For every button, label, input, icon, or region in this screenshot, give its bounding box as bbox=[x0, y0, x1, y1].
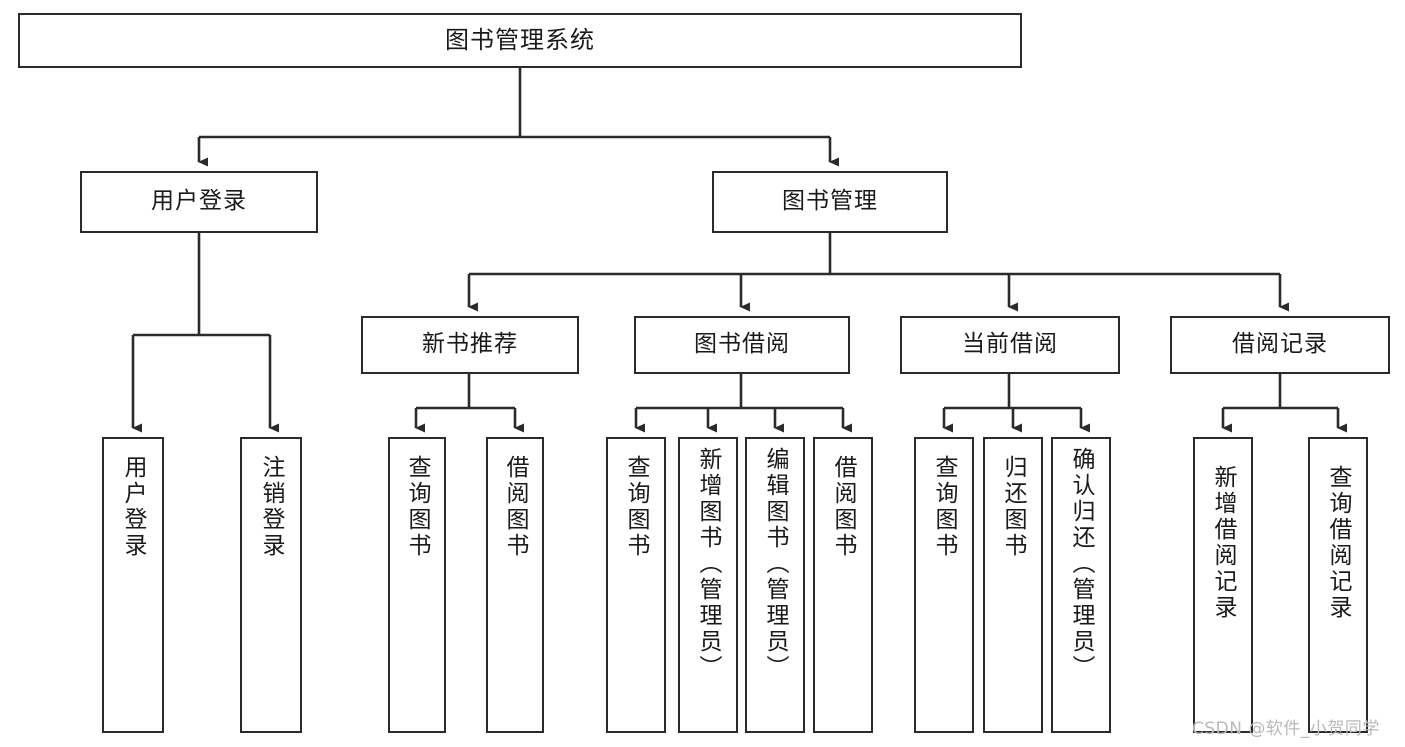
node-label: 图书借阅 bbox=[694, 331, 790, 358]
node-label: 新增借阅记录 bbox=[1210, 465, 1237, 621]
node-label: 归还图书 bbox=[1000, 455, 1027, 559]
node-borrow-record[interactable]: 借阅记录 bbox=[1170, 316, 1390, 374]
node-leaf-query-book-1[interactable]: 查询图书 bbox=[388, 437, 446, 733]
node-leaf-return-book[interactable]: 归还图书 bbox=[983, 437, 1043, 733]
node-root-book-management-system[interactable]: 图书管理系统 bbox=[18, 13, 1022, 68]
node-label: 借阅图书 bbox=[502, 455, 529, 559]
node-label: 借阅记录 bbox=[1232, 331, 1328, 358]
node-label: 注销登录 bbox=[258, 455, 285, 559]
node-label: 用户登录 bbox=[120, 455, 147, 559]
node-leaf-query-book-2[interactable]: 查询图书 bbox=[606, 437, 666, 733]
node-label: 查询图书 bbox=[404, 455, 431, 559]
node-label: 图书管理 bbox=[782, 188, 878, 215]
node-label: 确认归还（管理员） bbox=[1068, 447, 1095, 681]
node-book-borrow[interactable]: 图书借阅 bbox=[634, 316, 850, 374]
node-leaf-borrow-book-2[interactable]: 借阅图书 bbox=[813, 437, 873, 733]
node-leaf-query-borrow-record[interactable]: 查询借阅记录 bbox=[1308, 437, 1368, 733]
node-label: 借阅图书 bbox=[830, 455, 857, 559]
node-leaf-edit-book[interactable]: 编辑图书（管理员） bbox=[745, 437, 805, 733]
node-leaf-query-book-3[interactable]: 查询图书 bbox=[914, 437, 974, 733]
node-label: 查询借阅记录 bbox=[1325, 465, 1352, 621]
node-label: 用户登录 bbox=[151, 188, 247, 215]
node-leaf-user-login[interactable]: 用户登录 bbox=[102, 437, 164, 733]
node-label: 图书管理系统 bbox=[445, 26, 595, 55]
node-leaf-borrow-book-1[interactable]: 借阅图书 bbox=[486, 437, 544, 733]
node-user-login[interactable]: 用户登录 bbox=[80, 171, 318, 233]
node-leaf-add-borrow-record[interactable]: 新增借阅记录 bbox=[1193, 437, 1253, 733]
node-label: 新增图书（管理员） bbox=[695, 447, 722, 681]
csdn-watermark: CSDN @软件_小贺同学 bbox=[1192, 719, 1380, 739]
node-label: 查询图书 bbox=[623, 455, 650, 559]
node-label: 查询图书 bbox=[931, 455, 958, 559]
node-label: 当前借阅 bbox=[962, 331, 1058, 358]
node-label: 新书推荐 bbox=[422, 331, 518, 358]
node-label: 编辑图书（管理员） bbox=[762, 447, 789, 681]
node-leaf-logout-login[interactable]: 注销登录 bbox=[240, 437, 302, 733]
node-new-book-recommend[interactable]: 新书推荐 bbox=[361, 316, 579, 374]
node-current-borrow[interactable]: 当前借阅 bbox=[900, 316, 1120, 374]
node-book-management[interactable]: 图书管理 bbox=[712, 171, 948, 233]
node-leaf-confirm-return[interactable]: 确认归还（管理员） bbox=[1051, 437, 1111, 733]
node-leaf-add-book[interactable]: 新增图书（管理员） bbox=[678, 437, 738, 733]
